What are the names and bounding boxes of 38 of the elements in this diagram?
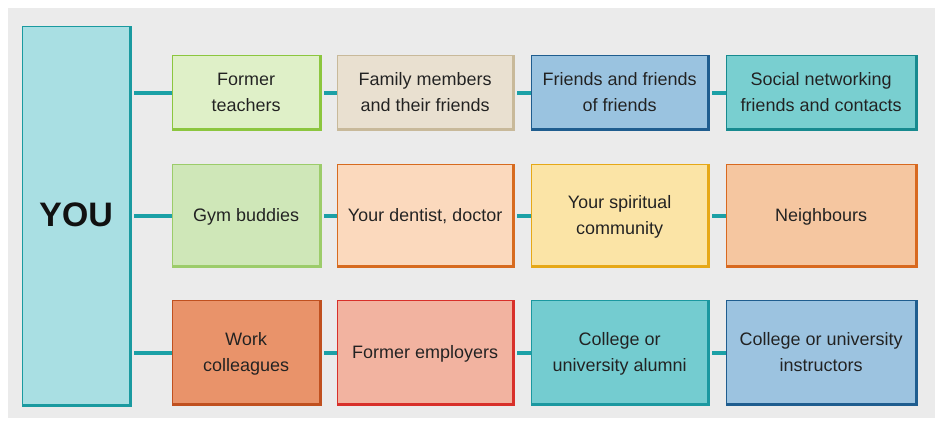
- connector-line: [134, 91, 172, 95]
- connector-line: [517, 351, 531, 355]
- box-label: College or university alumni: [551, 328, 688, 377]
- box-label: Former employers: [352, 341, 498, 364]
- connector-line: [324, 91, 337, 95]
- box-label: YOU: [39, 195, 113, 236]
- box-label: Work colleagues: [202, 328, 290, 377]
- box-label: Family members and their friends: [357, 68, 492, 117]
- contact-box: [172, 164, 322, 268]
- connector-line: [517, 91, 531, 95]
- box-label: Neighbours: [774, 204, 868, 227]
- you-box: [22, 26, 132, 407]
- connector-line: [134, 351, 172, 355]
- contact-box: [726, 300, 918, 406]
- contact-box: [726, 55, 918, 131]
- box-label: Your dentist, doctor: [348, 204, 502, 227]
- connector-line: [324, 351, 337, 355]
- connector-line: [712, 351, 726, 355]
- contact-box: [172, 300, 322, 406]
- box-label: College or university instructors: [738, 328, 904, 377]
- box-label: Former teachers: [210, 68, 282, 117]
- contact-box: [531, 300, 710, 406]
- box-label: Social networking friends and contacts: [739, 68, 903, 117]
- connector-line: [712, 91, 726, 95]
- contact-box: [531, 164, 710, 268]
- contact-box: [337, 55, 515, 131]
- box-label: Your spiritual community: [566, 191, 672, 240]
- box-label: Gym buddies: [192, 204, 300, 227]
- connector-line: [324, 214, 337, 218]
- contact-box: [531, 55, 710, 131]
- box-label: Friends and friends of friends: [541, 68, 698, 117]
- connector-line: [517, 214, 531, 218]
- connector-line: [134, 214, 172, 218]
- contact-box: [337, 300, 515, 406]
- connector-line: [712, 214, 726, 218]
- contact-box: [726, 164, 918, 268]
- contact-box: [337, 164, 515, 268]
- contact-box: [172, 55, 322, 131]
